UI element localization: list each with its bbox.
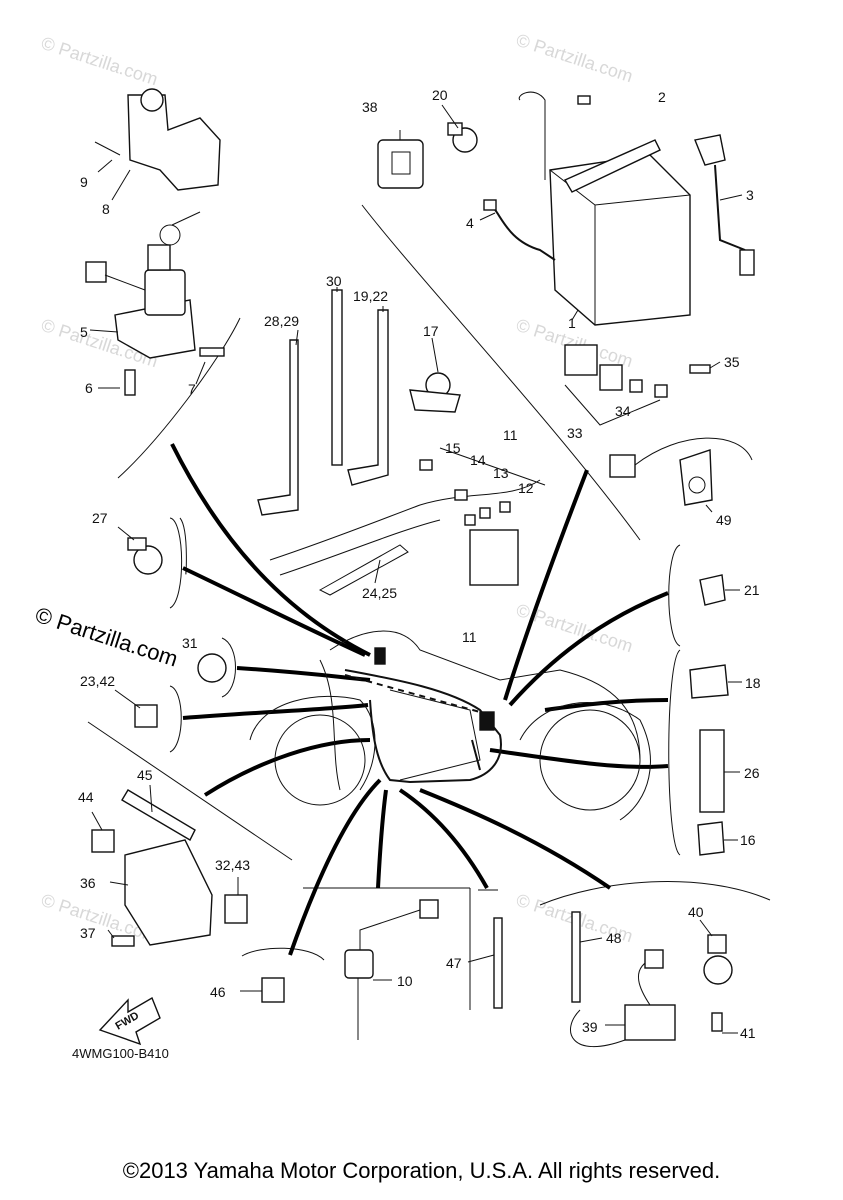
- fwd-arrow: FWD: [98, 996, 161, 1046]
- watermark: © Partzilla.com: [514, 30, 636, 87]
- callout-7: 7: [188, 381, 196, 397]
- callout-17: 17: [423, 323, 439, 339]
- callout-19-22: 19,22: [353, 288, 388, 304]
- ties-47-48: [467, 911, 603, 1009]
- callout-13: 13: [493, 465, 509, 481]
- callout-labels: 1 2 3 4 5 6 7 8 9 10 11 11 12 13 14 15 1…: [72, 87, 761, 1061]
- callout-9: 9: [80, 174, 88, 190]
- clamp-part-20: [441, 104, 478, 153]
- callout-37: 37: [80, 925, 96, 941]
- callout-15: 15: [445, 440, 461, 456]
- callout-2: 2: [658, 89, 666, 105]
- callout-20: 20: [432, 87, 448, 103]
- motorcycle-outline: [249, 630, 651, 821]
- callout-4: 4: [466, 215, 474, 231]
- callout-32-43: 32,43: [215, 857, 250, 873]
- callout-36: 36: [80, 875, 96, 891]
- callout-39: 39: [582, 1019, 598, 1035]
- copyright-notice: ©2013 Yamaha Motor Corporation, U.S.A. A…: [122, 1158, 721, 1183]
- battery-part-1: [518, 91, 691, 326]
- callout-33: 33: [567, 425, 583, 441]
- clamp-part-17: [409, 337, 461, 413]
- diagram-code: 4WMG100-B410: [72, 1046, 169, 1061]
- callout-26: 26: [744, 765, 760, 781]
- callout-40: 40: [688, 904, 704, 920]
- callout-11b: 11: [462, 629, 477, 645]
- callout-5: 5: [80, 324, 88, 340]
- sub-harness: [269, 447, 546, 596]
- battery-cable-part-3: [694, 134, 755, 276]
- callout-45: 45: [137, 767, 153, 783]
- callout-38: 38: [362, 99, 378, 115]
- right-column-parts: [689, 574, 742, 856]
- callout-27: 27: [92, 510, 108, 526]
- callout-21: 21: [744, 582, 760, 598]
- sensor-parts-39-41: [570, 919, 738, 1047]
- callout-11a: 11: [503, 427, 518, 443]
- callout-14: 14: [470, 452, 486, 468]
- callout-24-25: 24,25: [362, 585, 397, 601]
- callout-10: 10: [397, 973, 413, 989]
- callout-34: 34: [615, 403, 631, 419]
- switch-part-10: [344, 899, 439, 1040]
- callout-3: 3: [746, 187, 754, 203]
- relay-part-38: [377, 130, 424, 189]
- clamp-part-31: [197, 653, 227, 683]
- callout-12: 12: [518, 480, 534, 496]
- callout-31: 31: [182, 635, 198, 651]
- ignition-switch-assembly: [85, 88, 225, 396]
- callout-28-29: 28,29: [264, 313, 299, 329]
- sensor-part-49: [609, 437, 753, 513]
- callout-47: 47: [446, 955, 462, 971]
- section-borders: [87, 204, 771, 1010]
- callout-46: 46: [210, 984, 226, 1000]
- cable-ties: [257, 287, 389, 516]
- callout-1: 1: [568, 315, 576, 331]
- clamp-part-23-42: [114, 689, 158, 728]
- watermark-layer: © Partzilla.com © Partzilla.com © Partzi…: [39, 30, 636, 947]
- relay-block-33-35: [564, 344, 721, 426]
- callout-48: 48: [606, 930, 622, 946]
- wire-leaders: [170, 443, 669, 956]
- callout-49: 49: [716, 512, 732, 528]
- callout-35: 35: [724, 354, 740, 370]
- clamp-part-27: [117, 526, 163, 575]
- callout-30: 30: [326, 273, 342, 289]
- callout-44: 44: [78, 789, 94, 805]
- callout-6: 6: [85, 380, 93, 396]
- lower-left-parts: [91, 784, 285, 1003]
- watermark: © Partzilla.com: [39, 33, 161, 90]
- battery-cable-part-4: [479, 199, 556, 261]
- callout-16: 16: [740, 832, 756, 848]
- callout-23-42: 23,42: [80, 673, 115, 689]
- callout-18: 18: [745, 675, 761, 691]
- callout-41: 41: [740, 1025, 756, 1041]
- wire-harness: [344, 647, 502, 784]
- callout-8: 8: [102, 201, 110, 217]
